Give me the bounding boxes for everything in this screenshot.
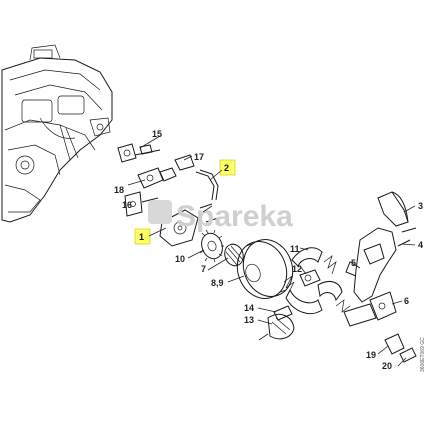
callout-14: 14: [244, 303, 254, 313]
callout-10: 10: [175, 254, 185, 264]
callout-15: 15: [152, 129, 162, 139]
callout-12: 12: [292, 264, 302, 274]
engine-housing: [1, 44, 113, 223]
callout-13: 13: [244, 315, 254, 325]
drawing-code: 3606ET069 GC: [420, 337, 426, 372]
callout-16: 16: [122, 200, 132, 210]
callout-20: 20: [382, 361, 392, 371]
callout-19: 19: [366, 350, 376, 360]
leader-lines: [127, 135, 416, 367]
callout-5: 5: [351, 258, 356, 268]
watermark: Spareka: [148, 200, 293, 233]
callout-highlight-1: [134, 228, 151, 245]
oil-pump-body: [159, 203, 219, 247]
worm-gear-disc: [199, 229, 224, 263]
callout-2: 2: [224, 163, 229, 173]
callout-3: 3: [418, 201, 423, 211]
callout-highlight-2: [219, 159, 236, 176]
callout-8-9: 8,9: [211, 278, 224, 288]
clutch-assembly: [283, 247, 351, 314]
callout-6: 6: [404, 296, 409, 306]
needle-cage: [224, 243, 244, 267]
clutch-drum: [236, 239, 294, 299]
callout-7: 7: [201, 264, 206, 274]
callout-4: 4: [418, 240, 423, 250]
callout-11: 11: [290, 244, 300, 254]
callout-17: 17: [194, 152, 204, 162]
callout-1: 1: [139, 232, 144, 242]
oil-line-part: [195, 169, 219, 201]
adjust-screw-parts: [384, 333, 417, 363]
watermark-text: Spareka: [176, 200, 293, 233]
callout-18: 18: [114, 185, 124, 195]
spring-pair: [267, 305, 295, 340]
chain-brake-assembly: [343, 191, 417, 327]
